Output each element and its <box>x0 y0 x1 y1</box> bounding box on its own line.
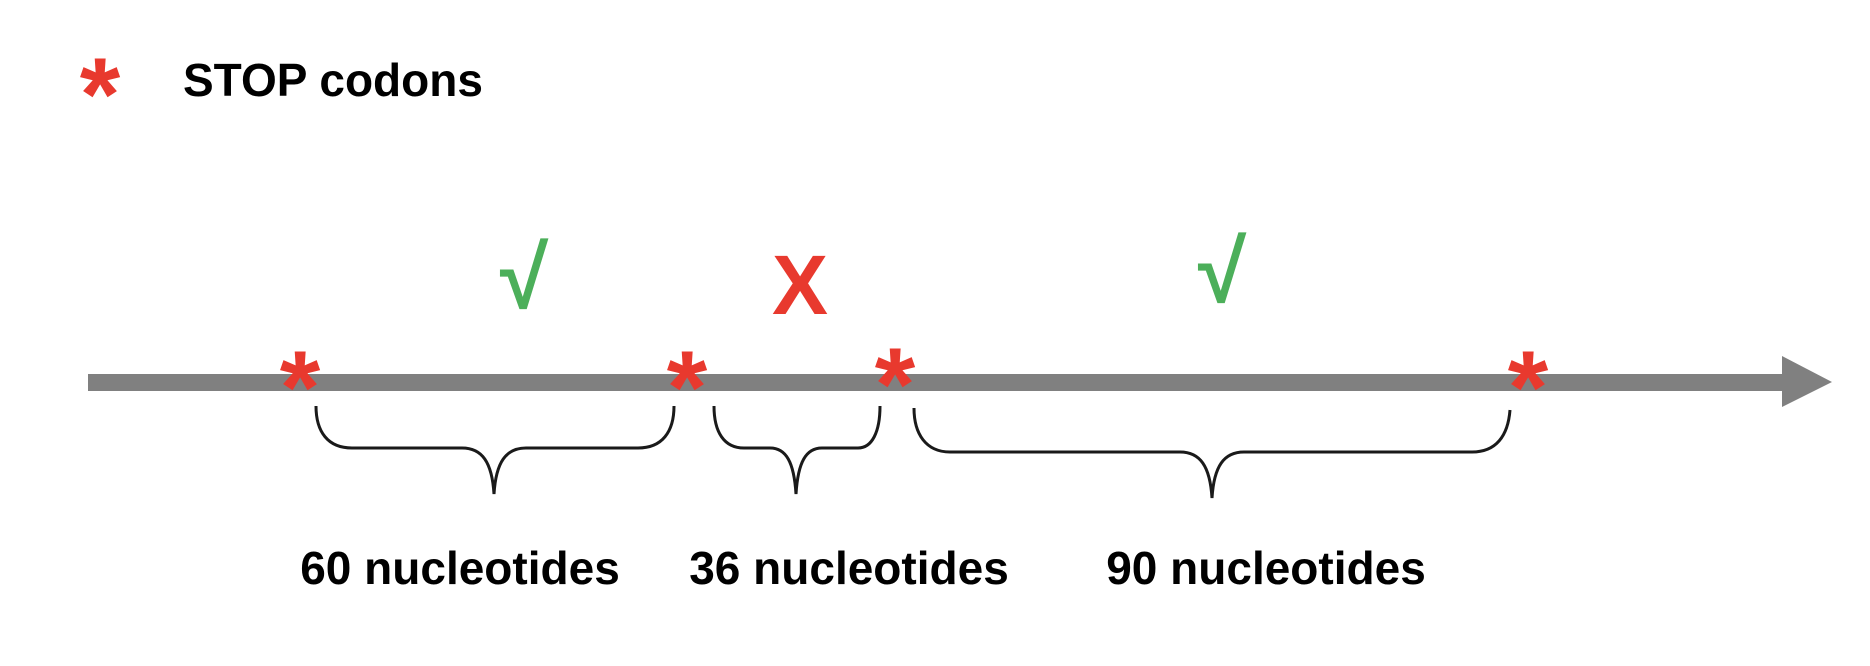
legend-label: STOP codons <box>183 54 483 106</box>
segment-status-ok-1: √ <box>500 228 549 327</box>
legend-stop-symbol: * <box>80 37 121 153</box>
segment-brace-1 <box>314 405 676 495</box>
stop-codon-marker: * <box>1508 330 1549 446</box>
stop-codon-marker: * <box>667 330 708 446</box>
segment-brace-3 <box>912 407 1512 499</box>
segment-label-3: 90 nucleotides <box>1106 542 1426 594</box>
stop-codon-marker: * <box>280 330 321 446</box>
segment-brace-2 <box>712 405 882 495</box>
segment-status-ok-3: √ <box>1198 222 1247 321</box>
segment-status-bad-2: X <box>772 238 828 332</box>
sequence-axis <box>88 374 1790 391</box>
stop-codon-marker: * <box>875 327 916 443</box>
segment-label-2: 36 nucleotides <box>689 542 1009 594</box>
axis-arrowhead <box>1782 356 1832 407</box>
segment-label-1: 60 nucleotides <box>300 542 620 594</box>
